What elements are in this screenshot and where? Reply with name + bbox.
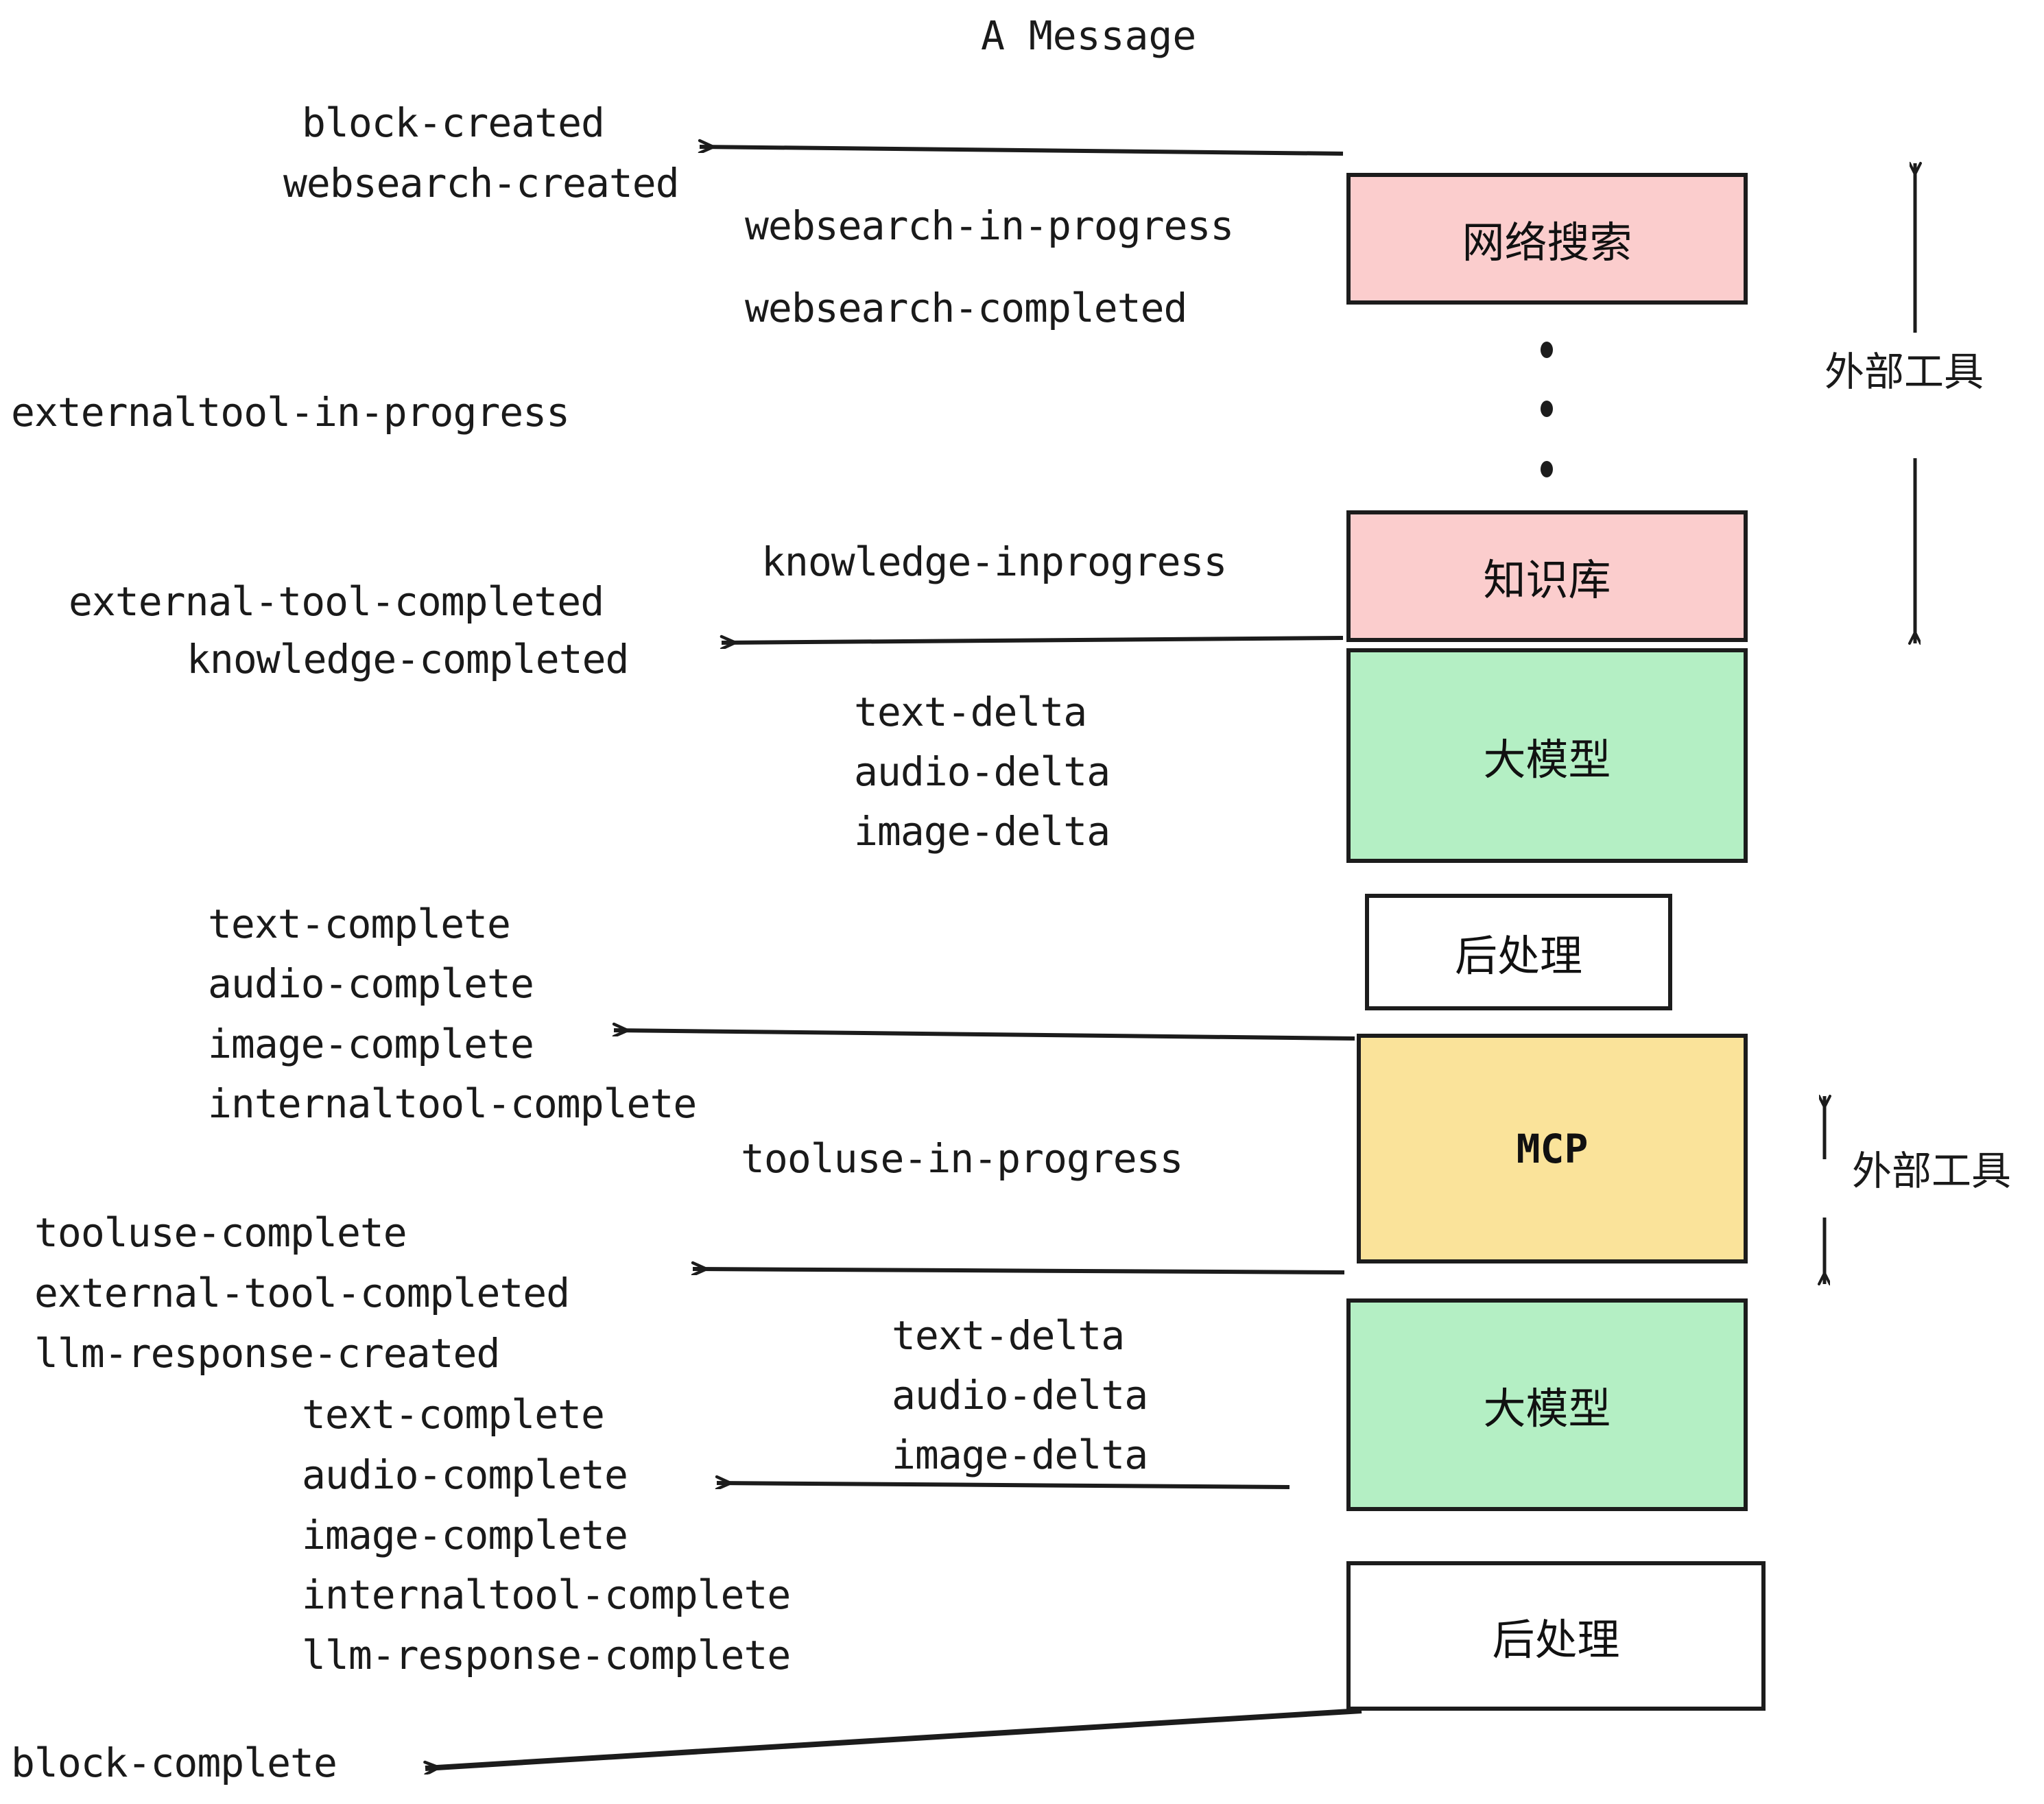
event-text-complete-1: text-complete xyxy=(208,901,511,947)
node-llm-first-label: 大模型 xyxy=(1483,734,1611,785)
event-audio-delta-1: audio-delta xyxy=(854,748,1110,795)
event-websearch-created: websearch-created xyxy=(283,160,680,206)
event-audio-delta-2: audio-delta xyxy=(892,1372,1148,1419)
node-postprocess-first-label: 后处理 xyxy=(1454,931,1582,981)
node-postprocess-second-label: 后处理 xyxy=(1492,1615,1620,1665)
event-text-delta-2: text-delta xyxy=(892,1312,1125,1359)
node-llm-first[interactable]: 大模型 xyxy=(1346,648,1748,863)
node-websearch-label: 网络搜索 xyxy=(1462,217,1632,268)
event-text-delta-1: text-delta xyxy=(854,689,1087,735)
event-block-created: block-created xyxy=(302,99,605,146)
event-websearch-in-progress: websearch-in-progress xyxy=(745,202,1234,249)
event-internaltool-complete-1: internaltool-complete xyxy=(208,1080,697,1127)
event-audio-complete-1: audio-complete xyxy=(208,960,534,1007)
node-llm-second-label: 大模型 xyxy=(1483,1384,1611,1434)
arrow-knowledge-to-completed xyxy=(722,638,1344,643)
event-audio-complete-2: audio-complete xyxy=(302,1451,628,1498)
arrow-llm2-to-audio-complete xyxy=(717,1483,1290,1487)
side-label-external-tool-top: 外部工具 xyxy=(1825,348,1984,395)
node-knowledge[interactable]: 知识库 xyxy=(1346,510,1748,642)
ellipsis-dot-1 xyxy=(1541,342,1553,358)
event-knowledge-inprogress: knowledge-inprogress xyxy=(761,538,1227,585)
event-llm-response-complete: llm-response-complete xyxy=(302,1632,791,1678)
arrow-post2-to-block-complete xyxy=(425,1708,1362,1768)
node-postprocess-first[interactable]: 后处理 xyxy=(1365,894,1672,1010)
arrow-mcp-to-tooluse-complete xyxy=(693,1269,1345,1272)
page-title: A Message xyxy=(981,12,1197,59)
event-external-tool-completed-2: external-tool-completed xyxy=(34,1270,570,1316)
node-postprocess-second[interactable]: 后处理 xyxy=(1346,1561,1766,1711)
event-image-delta-2: image-delta xyxy=(892,1432,1148,1478)
event-websearch-completed: websearch-completed xyxy=(745,285,1187,331)
event-externaltool-in-progress: externaltool-in-progress xyxy=(11,389,570,436)
event-internaltool-complete-2: internaltool-complete xyxy=(302,1571,791,1618)
ellipsis-dot-3 xyxy=(1541,461,1553,477)
node-mcp-label: MCP xyxy=(1516,1125,1589,1172)
node-knowledge-label: 知识库 xyxy=(1483,555,1611,605)
event-text-complete-2: text-complete xyxy=(302,1391,605,1438)
event-tooluse-complete: tooluse-complete xyxy=(34,1209,407,1256)
side-label-external-tool-bottom: 外部工具 xyxy=(1852,1148,2012,1194)
event-image-delta-1: image-delta xyxy=(854,808,1110,855)
event-llm-response-created: llm-response-created xyxy=(34,1330,500,1377)
event-external-tool-completed-1: external-tool-completed xyxy=(69,578,604,625)
node-mcp[interactable]: MCP xyxy=(1357,1034,1748,1263)
ellipsis-dot-2 xyxy=(1541,401,1553,417)
node-llm-second[interactable]: 大模型 xyxy=(1346,1298,1748,1511)
event-block-complete: block-complete xyxy=(11,1740,337,1786)
event-image-complete-1: image-complete xyxy=(208,1021,534,1067)
arrow-post1-to-image-complete xyxy=(614,1030,1355,1041)
node-websearch[interactable]: 网络搜索 xyxy=(1346,173,1748,305)
arrow-websearch-to-block-created xyxy=(700,147,1344,156)
event-knowledge-completed: knowledge-completed xyxy=(187,636,629,683)
event-tooluse-in-progress: tooluse-in-progress xyxy=(741,1135,1183,1182)
event-image-complete-2: image-complete xyxy=(302,1512,628,1558)
